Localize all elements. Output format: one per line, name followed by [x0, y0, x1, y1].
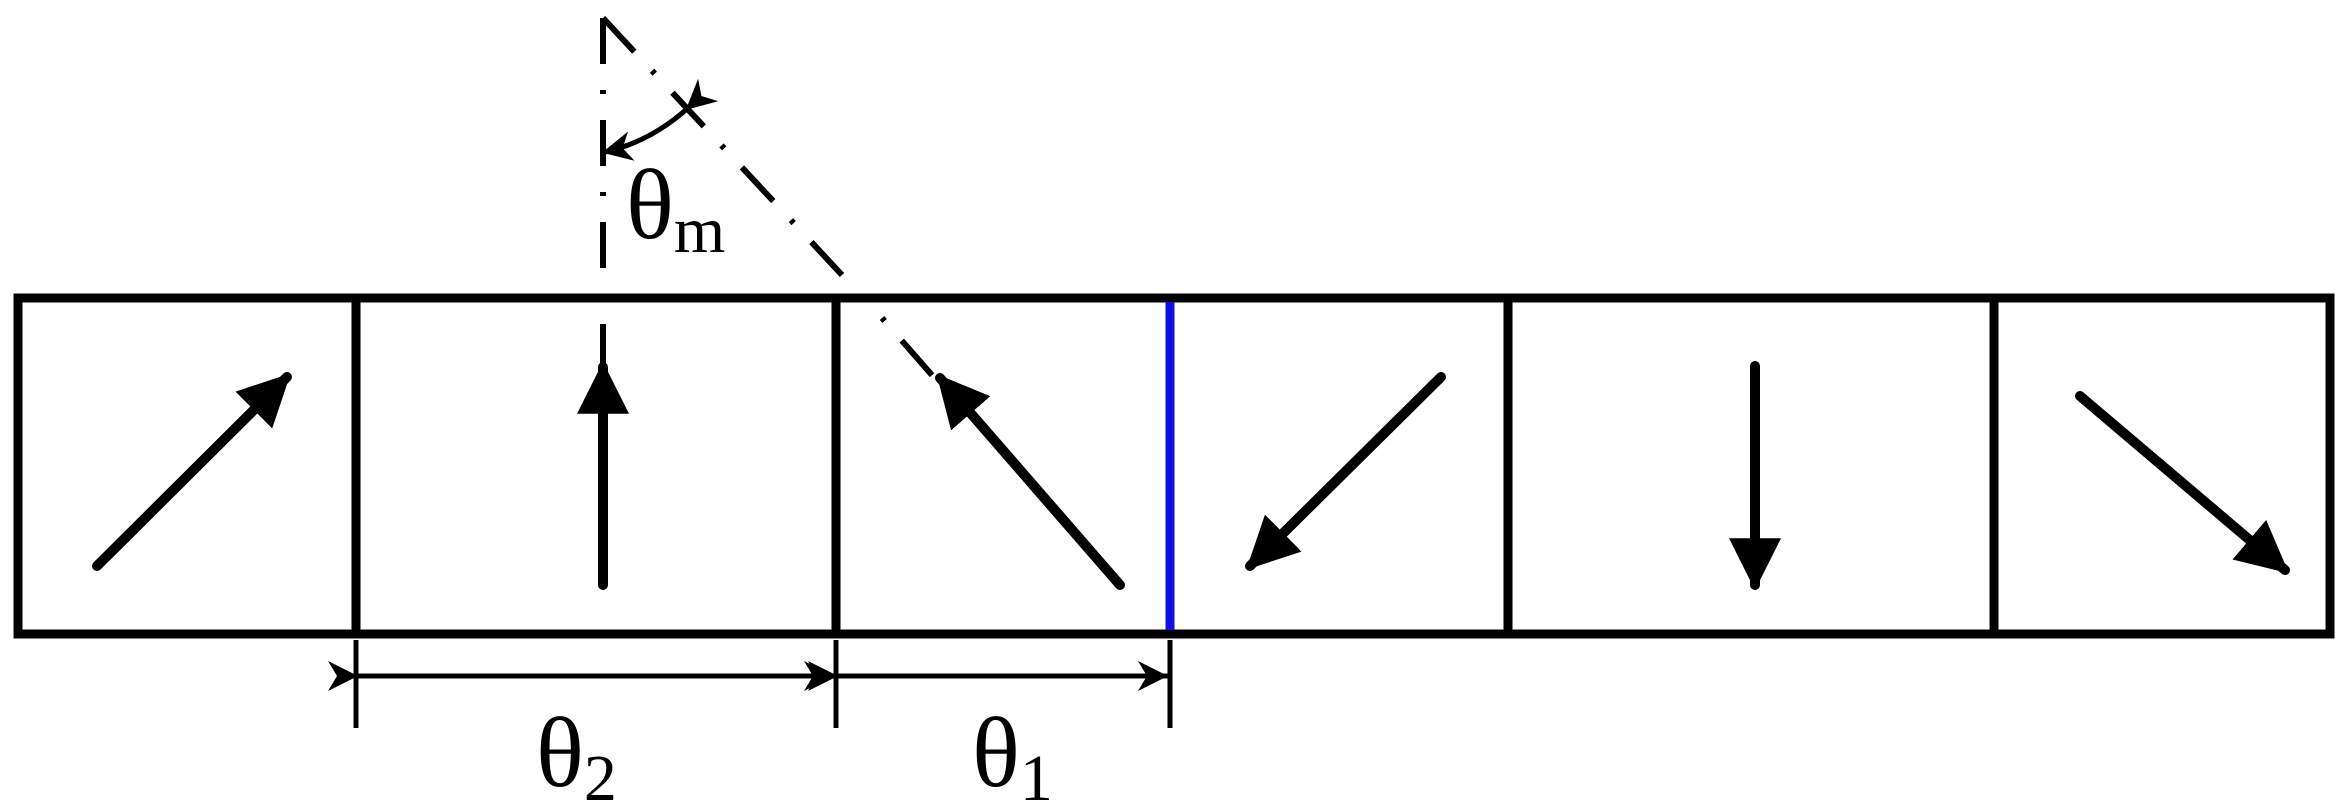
magnet-block-6 — [1989, 293, 2335, 639]
arrow-down-right — [2075, 391, 2290, 575]
magnetization-arrows — [92, 361, 2290, 591]
label-theta-2: θ2 — [536, 697, 617, 805]
arrow-up-left — [935, 373, 1125, 590]
diagonal-reference-line — [600, 15, 845, 278]
dimension-lines — [328, 640, 1173, 728]
diagonal-reference-continuation — [879, 316, 941, 384]
angle-arc — [602, 78, 719, 161]
arrow-up-right — [92, 372, 292, 571]
arrow-down-left — [1245, 372, 1446, 571]
magnet-block-1 — [13, 293, 361, 639]
reference-lines — [600, 15, 941, 384]
label-theta-m: θm — [626, 149, 725, 267]
magnet-block-4 — [1165, 293, 1513, 639]
label-theta-1: θ1 — [972, 697, 1053, 805]
magnet-block-2 — [351, 293, 841, 639]
